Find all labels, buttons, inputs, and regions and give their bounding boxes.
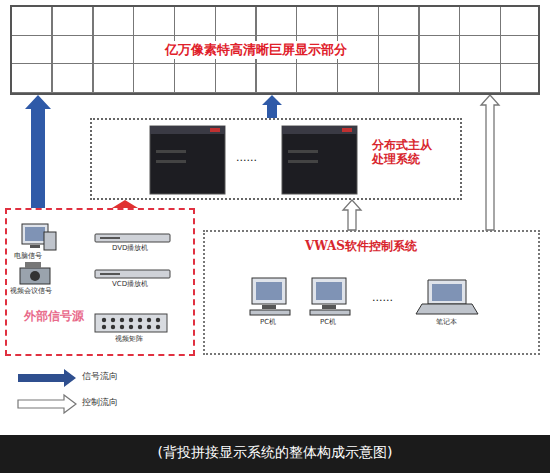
server-icon (150, 126, 225, 194)
pc-icon (22, 224, 56, 250)
processing-group: 分布式主从处理系统 (90, 118, 462, 200)
laptop-icon (416, 280, 478, 314)
legend-signal-arrow (18, 369, 76, 387)
node-title: 亿万像素特高清晰巨屏显示部分 (162, 41, 350, 59)
flow-arrow (481, 95, 499, 230)
control-group: VWAS软件控制系统 (203, 230, 540, 355)
device-label: 笔记本 (436, 319, 457, 327)
display-wall: 亿万像素特高清晰巨屏显示部分 (10, 5, 540, 95)
caption: (背投拼接显示系统的整体构成示意图) (0, 444, 550, 461)
node-title: 分布式主从处理系统 (372, 138, 434, 167)
legend-text: 信号流向 (82, 371, 118, 382)
matrix-icon (95, 314, 167, 332)
device-label: VCD播放机 (112, 281, 148, 289)
flow-arrow (25, 95, 51, 208)
legend-control-arrow (18, 395, 76, 413)
device-label: 电脑信号 (14, 253, 42, 261)
pc-icon (310, 278, 350, 315)
legend-text: 控制流向 (82, 397, 118, 408)
signal-source-group: 外部信号源 (5, 208, 195, 356)
camera-icon (20, 262, 50, 284)
flow-arrow (343, 200, 361, 230)
device-label: PC机 (260, 319, 276, 327)
ellipsis: ...... (372, 292, 393, 304)
dvd-player-icon (95, 234, 170, 242)
device-label: PC机 (320, 319, 336, 327)
device-label: DVD播放机 (112, 245, 148, 253)
pc-icon (250, 278, 290, 315)
flow-arrow (262, 95, 282, 118)
device-label: 视频矩阵 (115, 336, 143, 344)
device-label: 视频会议信号 (10, 288, 52, 296)
flow-arrow (112, 200, 138, 208)
server-icon (282, 126, 357, 194)
node-title: 外部信号源 (24, 309, 84, 323)
node-title: VWAS软件控制系统 (305, 239, 417, 253)
vcd-player-icon (95, 270, 170, 278)
ellipsis: ...... (236, 152, 257, 164)
